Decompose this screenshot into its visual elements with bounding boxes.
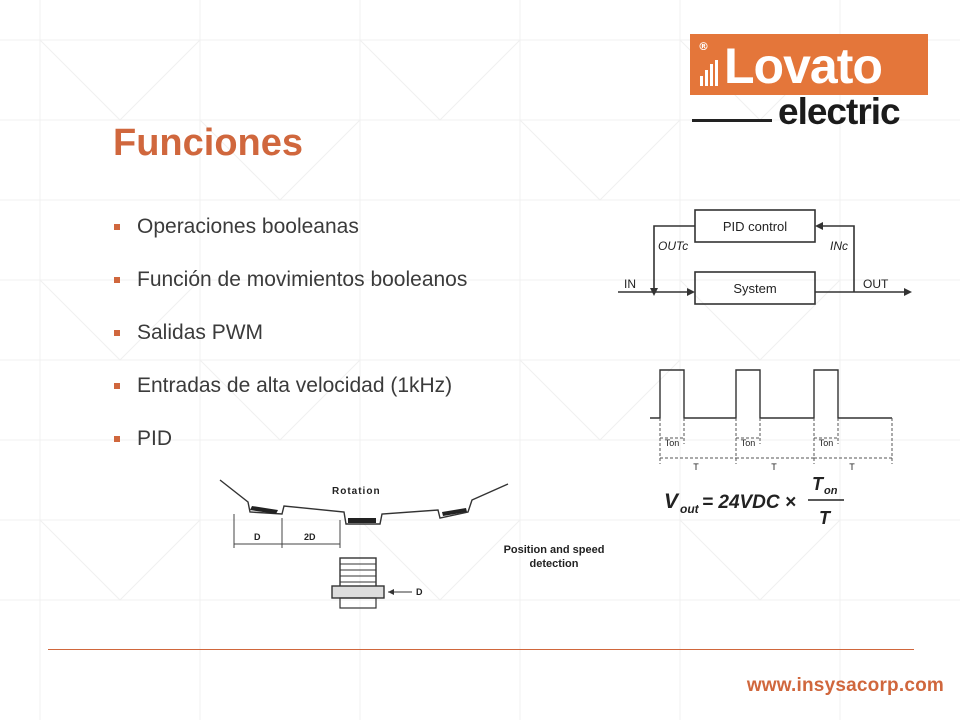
formula-num: T <box>812 474 825 494</box>
formula-lhs: V <box>664 490 680 513</box>
lovato-electric-logo: ® Lovato electric <box>690 34 928 132</box>
period-label: T <box>693 462 699 472</box>
bullet-marker-icon <box>114 383 120 389</box>
bullet-text: Operaciones booleanas <box>137 215 359 238</box>
formula-den: T <box>819 508 832 528</box>
dim-2d-label: 2D <box>304 532 316 542</box>
pid-control-label: PID control <box>723 219 787 234</box>
ton-label: Ton <box>819 438 834 448</box>
caption-line1: Position and speed <box>504 544 605 556</box>
bullet-item: Salidas PWM <box>113 316 467 369</box>
bullet-marker-icon <box>114 330 120 336</box>
proximity-sensor-icon <box>331 557 385 609</box>
bullet-marker-icon <box>114 436 120 442</box>
logo-box: ® Lovato <box>690 34 928 95</box>
bullet-marker-icon <box>114 277 120 283</box>
bullet-list: Operaciones booleanas Función de movimie… <box>113 210 467 475</box>
slide-title: Funciones <box>113 122 304 164</box>
pid-control-diagram: PID control System OUTc INc IN OUT <box>618 209 912 305</box>
bullet-item: Función de movimientos booleanos <box>113 263 467 316</box>
in-label: IN <box>624 277 636 291</box>
outc-label: OUTc <box>658 239 688 253</box>
pwm-formula: V out = 24VDC × T on T <box>664 474 844 528</box>
rotation-label: Rotation <box>332 486 381 497</box>
formula-lhs-sub: out <box>680 502 700 516</box>
system-label: System <box>733 281 776 296</box>
logo-brand: Lovato <box>724 38 883 94</box>
footer-divider <box>48 649 914 650</box>
logo-bars-icon <box>700 60 718 86</box>
out-label: OUT <box>863 277 889 291</box>
logo-registered-mark: ® <box>698 40 709 53</box>
bullet-item: Operaciones booleanas <box>113 210 467 263</box>
caption-line2: detection <box>530 558 579 570</box>
bullet-marker-icon <box>114 224 120 230</box>
bullet-item: Entradas de alta velocidad (1kHz) <box>113 369 467 422</box>
period-label: T <box>849 462 855 472</box>
bullet-text: Entradas de alta velocidad (1kHz) <box>137 374 453 397</box>
inc-label: INc <box>830 239 848 253</box>
period-label: T <box>771 462 777 472</box>
pwm-waveform-diagram: Ton Ton Ton T T T V out = 24VDC × T on T <box>650 369 893 528</box>
dim-d-label: D <box>254 532 261 542</box>
bullet-text: Función de movimientos booleanos <box>137 268 468 291</box>
rotation-detection-diagram: Rotation D 2D D Position and speed detec… <box>219 479 605 609</box>
bullet-text: PID <box>137 427 173 450</box>
footer-website-link[interactable]: www.insysacorp.com <box>746 675 944 696</box>
sensor-dim-label: D <box>416 587 423 597</box>
bullet-item: PID <box>113 422 467 475</box>
bullet-text: Salidas PWM <box>137 321 264 344</box>
ton-label: Ton <box>665 438 680 448</box>
ton-label: Ton <box>741 438 756 448</box>
logo-underline <box>692 119 772 122</box>
logo-sub: electric <box>778 91 901 132</box>
formula-rhs: = 24VDC × <box>702 492 796 513</box>
formula-num-sub: on <box>824 485 838 497</box>
